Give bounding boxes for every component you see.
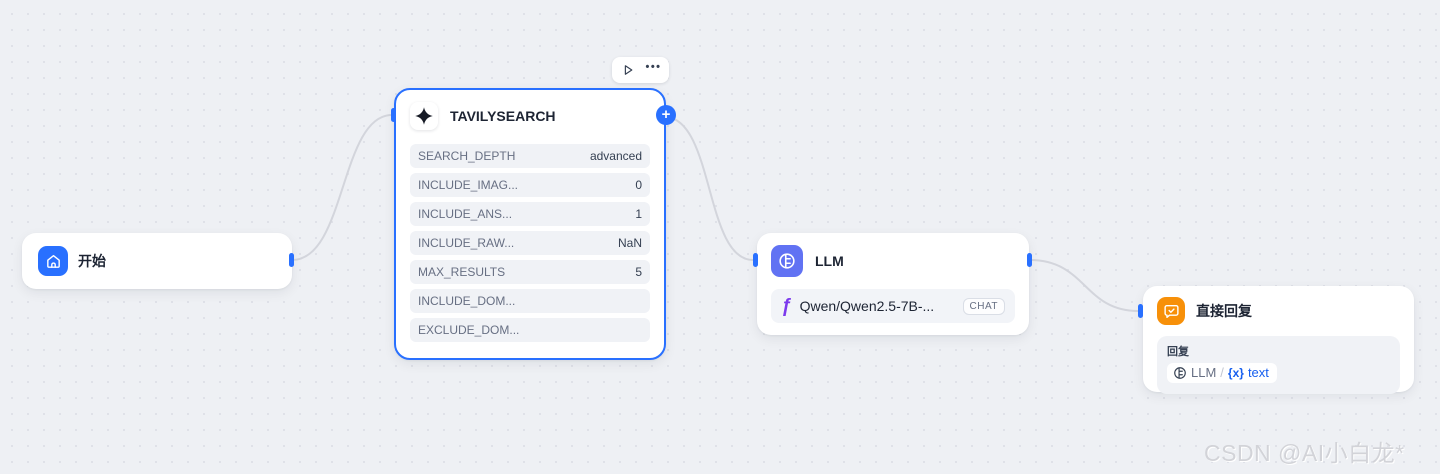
reply-node-title: 直接回复	[1196, 303, 1252, 319]
model-type-badge: CHAT	[962, 297, 1005, 315]
param-label: INCLUDE_IMAG...	[418, 178, 519, 192]
handle-reply-input[interactable]	[1138, 304, 1143, 318]
variable-pill[interactable]: LLM / {x} text	[1167, 363, 1277, 383]
sparkle-icon	[410, 102, 438, 130]
tavily-param-list: SEARCH_DEPTH advanced INCLUDE_IMAG... 0 …	[396, 140, 664, 342]
variable-source-node: LLM	[1191, 365, 1217, 380]
param-label: INCLUDE_RAW...	[418, 236, 515, 250]
siliconflow-icon: ƒ	[781, 295, 792, 317]
run-node-button[interactable]	[618, 60, 638, 80]
param-value: NaN	[617, 236, 642, 250]
param-label: SEARCH_DEPTH	[418, 149, 516, 163]
model-selector[interactable]: ƒ Qwen/Qwen2.5-7B-... CHAT	[771, 289, 1015, 323]
start-node-title: 开始	[78, 253, 106, 269]
node-toolbar: •••	[612, 57, 669, 83]
handle-llm-input[interactable]	[753, 253, 758, 267]
node-start[interactable]: 开始	[22, 233, 292, 289]
llm-header: LLM	[757, 233, 1029, 287]
reply-variable-section: 回复 LLM / {x} text	[1157, 336, 1400, 394]
param-value: 5	[635, 265, 642, 279]
handle-llm-output[interactable]	[1027, 253, 1032, 267]
chat-check-icon	[1157, 297, 1185, 325]
param-row[interactable]: INCLUDE_IMAG... 0	[410, 173, 650, 197]
param-label: INCLUDE_DOM...	[418, 294, 516, 308]
param-row[interactable]: INCLUDE_DOM...	[410, 289, 650, 313]
param-row[interactable]: MAX_RESULTS 5	[410, 260, 650, 284]
more-options-button[interactable]: •••	[644, 60, 664, 80]
param-value: advanced	[589, 149, 642, 163]
variable-separator: /	[1220, 365, 1224, 380]
llm-node-title: LLM	[815, 253, 844, 269]
edge-tavily-to-llm	[665, 116, 754, 261]
handle-tavily-input[interactable]	[391, 108, 396, 122]
node-llm[interactable]: LLM ƒ Qwen/Qwen2.5-7B-... CHAT	[757, 233, 1029, 335]
param-row[interactable]: EXCLUDE_DOM...	[410, 318, 650, 342]
edge-start-to-tavily	[291, 114, 393, 261]
node-direct-reply[interactable]: 直接回复 回复 LLM / {x} text	[1143, 286, 1414, 394]
reply-header: 直接回复	[1143, 286, 1414, 334]
cpu-circle-icon	[1174, 366, 1186, 379]
param-value: 1	[635, 207, 642, 221]
play-icon	[624, 65, 632, 75]
add-next-node-button[interactable]: +	[656, 105, 676, 125]
param-label: EXCLUDE_DOM...	[418, 323, 520, 337]
node-tavilysearch[interactable]: TAVILYSEARCH SEARCH_DEPTH advanced INCLU…	[394, 88, 666, 360]
handle-start-output[interactable]	[289, 253, 294, 267]
tavily-node-title: TAVILYSEARCH	[450, 108, 556, 124]
ellipsis-icon: •••	[645, 60, 662, 73]
reply-section-label: 回复	[1167, 346, 1189, 358]
variable-x-icon: {x}	[1227, 365, 1244, 380]
param-row[interactable]: SEARCH_DEPTH advanced	[410, 144, 650, 168]
home-icon	[38, 246, 68, 276]
param-row[interactable]: INCLUDE_RAW... NaN	[410, 231, 650, 255]
cpu-circle-icon	[771, 245, 803, 277]
param-row[interactable]: INCLUDE_ANS... 1	[410, 202, 650, 226]
variable-name: text	[1247, 365, 1269, 380]
tavily-header: TAVILYSEARCH	[396, 90, 664, 140]
param-value: 0	[635, 178, 642, 192]
param-label: INCLUDE_ANS...	[418, 207, 513, 221]
param-label: MAX_RESULTS	[418, 265, 506, 279]
watermark: CSDN @AI小白龙*	[1204, 440, 1405, 466]
model-name: Qwen/Qwen2.5-7B-...	[799, 298, 935, 314]
edge-llm-to-reply	[1029, 259, 1139, 312]
